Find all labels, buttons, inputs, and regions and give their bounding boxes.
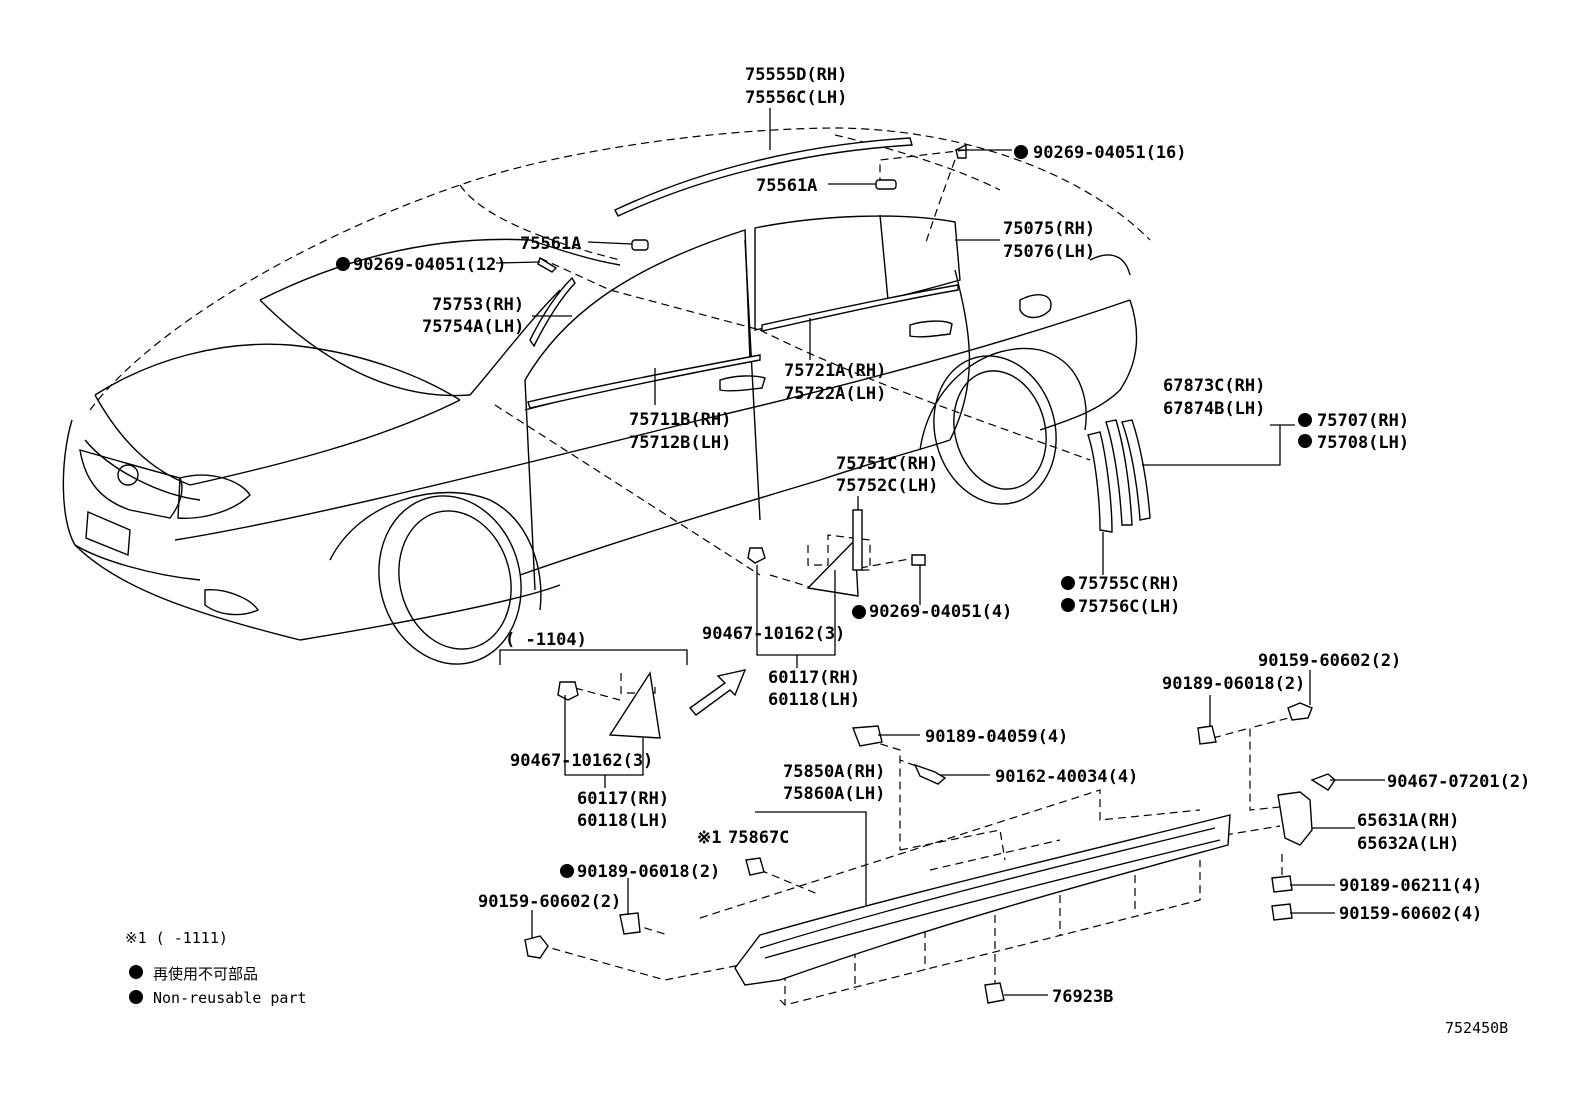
part-labels: 75555D(RH) 75556C(LH) 90269-04051(16) 75… bbox=[353, 65, 1530, 1007]
label-screw-lower: 90467-10162(3) bbox=[510, 751, 653, 771]
label-flap-set-rh: 75707(RH) bbox=[1317, 411, 1409, 431]
label-nut-06211: 90189-06211(4) bbox=[1339, 876, 1482, 896]
label-garnish-upper-lh: 60118(LH) bbox=[768, 690, 860, 710]
label-roof-rh: 75555D(RH) bbox=[745, 65, 847, 85]
nonreusable-dots bbox=[129, 145, 1312, 1004]
label-range-1104: ( -1104) bbox=[505, 630, 587, 650]
label-bolt-60602-4: 90159-60602(4) bbox=[1339, 904, 1482, 924]
label-flap-lh: 67874B(LH) bbox=[1163, 399, 1265, 419]
label-front-door-rh: 75753(RH) bbox=[432, 295, 524, 315]
label-rr-nut-2: 90189-06018(2) bbox=[1162, 674, 1305, 694]
label-rear-door-lh: 75076(LH) bbox=[1003, 242, 1095, 262]
label-clip-a-top: 75561A bbox=[756, 176, 817, 196]
label-rocker-rh: 75850A(RH) bbox=[783, 762, 885, 782]
label-clip-a-left: 75561A bbox=[520, 234, 581, 254]
label-fr-nut-2: 90189-06018(2) bbox=[577, 862, 720, 882]
label-rear-door-rh: 75075(RH) bbox=[1003, 219, 1095, 239]
car-body-drawing bbox=[62, 127, 1151, 665]
label-front-door-lh: 75754A(LH) bbox=[422, 317, 524, 337]
label-rear-belt-lh: 75722A(LH) bbox=[784, 384, 886, 404]
label-ref-mark: ※1 bbox=[697, 828, 721, 848]
label-clip-07201: 90467-07201(2) bbox=[1387, 772, 1530, 792]
legend-nonreusable-jp: 再使用不可部品 bbox=[153, 965, 258, 983]
label-flap-rh: 67873C(RH) bbox=[1163, 376, 1265, 396]
label-garnish-lower-lh: 60118(LH) bbox=[577, 811, 669, 831]
legend-nonreusable-en: Non-reusable part bbox=[153, 989, 307, 1007]
label-rr-bolt-2: 90159-60602(2) bbox=[1258, 651, 1401, 671]
label-nut-4059: 90189-04059(4) bbox=[925, 727, 1068, 747]
label-screw-40034: 90162-40034(4) bbox=[995, 767, 1138, 787]
label-rocker-lh: 75860A(LH) bbox=[783, 784, 885, 804]
legend-note-range: ※1 ( -1111) bbox=[125, 929, 228, 947]
label-clip-12: 90269-04051(12) bbox=[353, 255, 507, 275]
label-rear-belt-rh: 75721A(RH) bbox=[784, 361, 886, 381]
label-clip-4: 90269-04051(4) bbox=[869, 602, 1012, 622]
diagram-code: 752450B bbox=[1445, 1019, 1508, 1037]
label-clip-top: 90269-04051(16) bbox=[1033, 143, 1187, 163]
label-clip-76923: 76923B bbox=[1052, 987, 1113, 1007]
label-bracket-lh: 65632A(LH) bbox=[1357, 834, 1459, 854]
leader-lines bbox=[495, 108, 1385, 996]
label-front-belt-lh: 75712B(LH) bbox=[629, 433, 731, 453]
label-flap-set-lh: 75708(LH) bbox=[1317, 433, 1409, 453]
label-garnish-lower-rh: 60117(RH) bbox=[577, 789, 669, 809]
legend: ※1 ( -1111) 再使用不可部品 Non-reusable part bbox=[125, 929, 307, 1007]
label-roof-lh: 75556C(LH) bbox=[745, 88, 847, 108]
label-rear-pillar-lh: 75752C(LH) bbox=[836, 476, 938, 496]
label-flap-mold-lh: 75756C(LH) bbox=[1078, 597, 1180, 617]
label-flap-mold-rh: 75755C(RH) bbox=[1078, 574, 1180, 594]
label-bracket-rh: 65631A(RH) bbox=[1357, 811, 1459, 831]
label-fr-bolt-2: 90159-60602(2) bbox=[478, 892, 621, 912]
label-front-belt-rh: 75711B(RH) bbox=[629, 410, 731, 430]
label-clip-75867: 75867C bbox=[728, 828, 789, 848]
label-garnish-upper-rh: 60117(RH) bbox=[768, 668, 860, 688]
label-rear-pillar-rh: 75751C(RH) bbox=[836, 454, 938, 474]
label-screw-upper: 90467-10162(3) bbox=[702, 624, 845, 644]
detail-parts bbox=[524, 419, 1336, 1004]
